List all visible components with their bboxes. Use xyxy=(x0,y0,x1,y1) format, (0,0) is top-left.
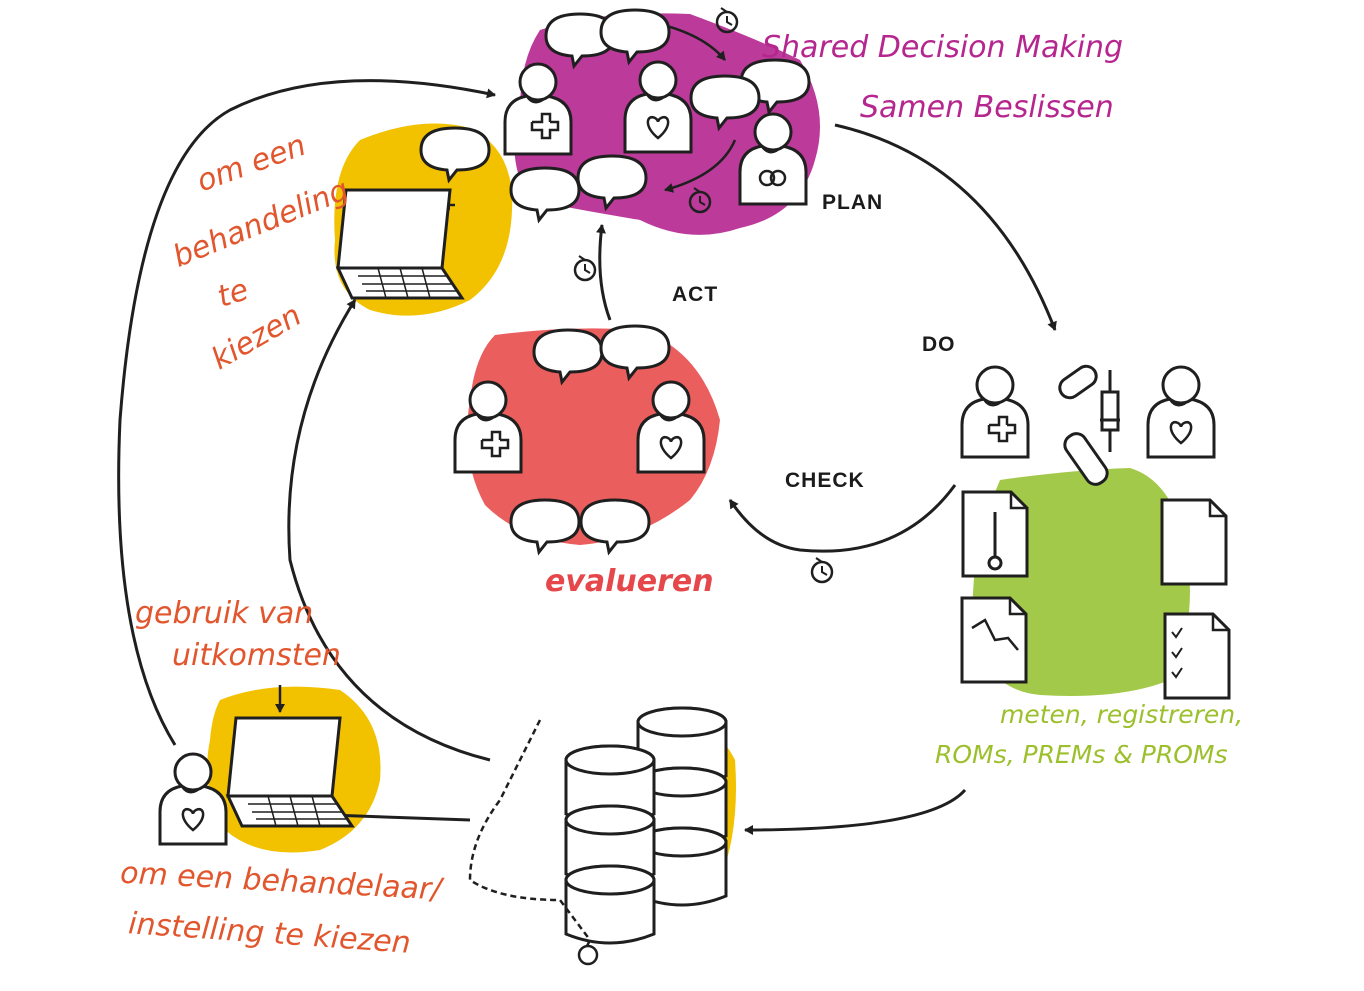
clock-icon xyxy=(810,556,834,584)
measure-label-line1: meten, registreren, xyxy=(1000,700,1244,729)
arrow-sdm-inner-2 xyxy=(664,139,737,193)
clock-icon xyxy=(573,254,597,282)
data-drop xyxy=(577,944,599,966)
arrow-database-to-patient xyxy=(329,810,471,822)
laptop-icon xyxy=(226,716,354,828)
database-icon xyxy=(564,864,656,945)
arrow-plan-to-do xyxy=(834,123,1057,331)
sdm-title-line1: Shared Decision Making xyxy=(762,30,1124,65)
phase-plan: PLAN xyxy=(822,191,884,214)
speech-bubble-icon xyxy=(509,498,581,554)
arrow-database-to-laptop xyxy=(287,299,491,762)
speech-bubble-icon xyxy=(579,498,651,554)
phase-check: CHECK xyxy=(785,469,865,492)
arrow-measure-to-database xyxy=(744,789,967,835)
arrow-check-to-act xyxy=(596,224,612,321)
arrow-patient-to-sdm xyxy=(117,79,496,746)
phase-do: DO xyxy=(922,333,956,356)
sdm-title-line2: Samen Beslissen xyxy=(860,90,1114,125)
red-blob xyxy=(467,328,720,545)
smiley-document-icon xyxy=(1160,498,1228,586)
speech-bubble-icon xyxy=(509,166,581,222)
checklist-marks xyxy=(1171,627,1183,679)
thermometer-bulb xyxy=(987,555,1003,571)
measure-label-line2: ROMs, PREMs & PROMs xyxy=(935,740,1228,769)
bandage-icon xyxy=(1063,432,1109,486)
doctor-icon xyxy=(960,365,1030,459)
data-hand-icon xyxy=(468,719,592,951)
pill-icon xyxy=(1058,364,1098,400)
patient-icon xyxy=(1146,365,1216,459)
evaluate-label: evalueren xyxy=(545,564,714,599)
outcomes-note-line2: uitkomsten xyxy=(172,638,341,673)
outcomes-note-line1: gebruik van xyxy=(135,596,314,631)
laptop-icon xyxy=(336,188,464,300)
chart-line xyxy=(971,618,1019,651)
phase-act: ACT xyxy=(672,283,719,306)
arrow-do-to-check xyxy=(728,484,957,553)
syringe-icon xyxy=(1100,370,1120,452)
